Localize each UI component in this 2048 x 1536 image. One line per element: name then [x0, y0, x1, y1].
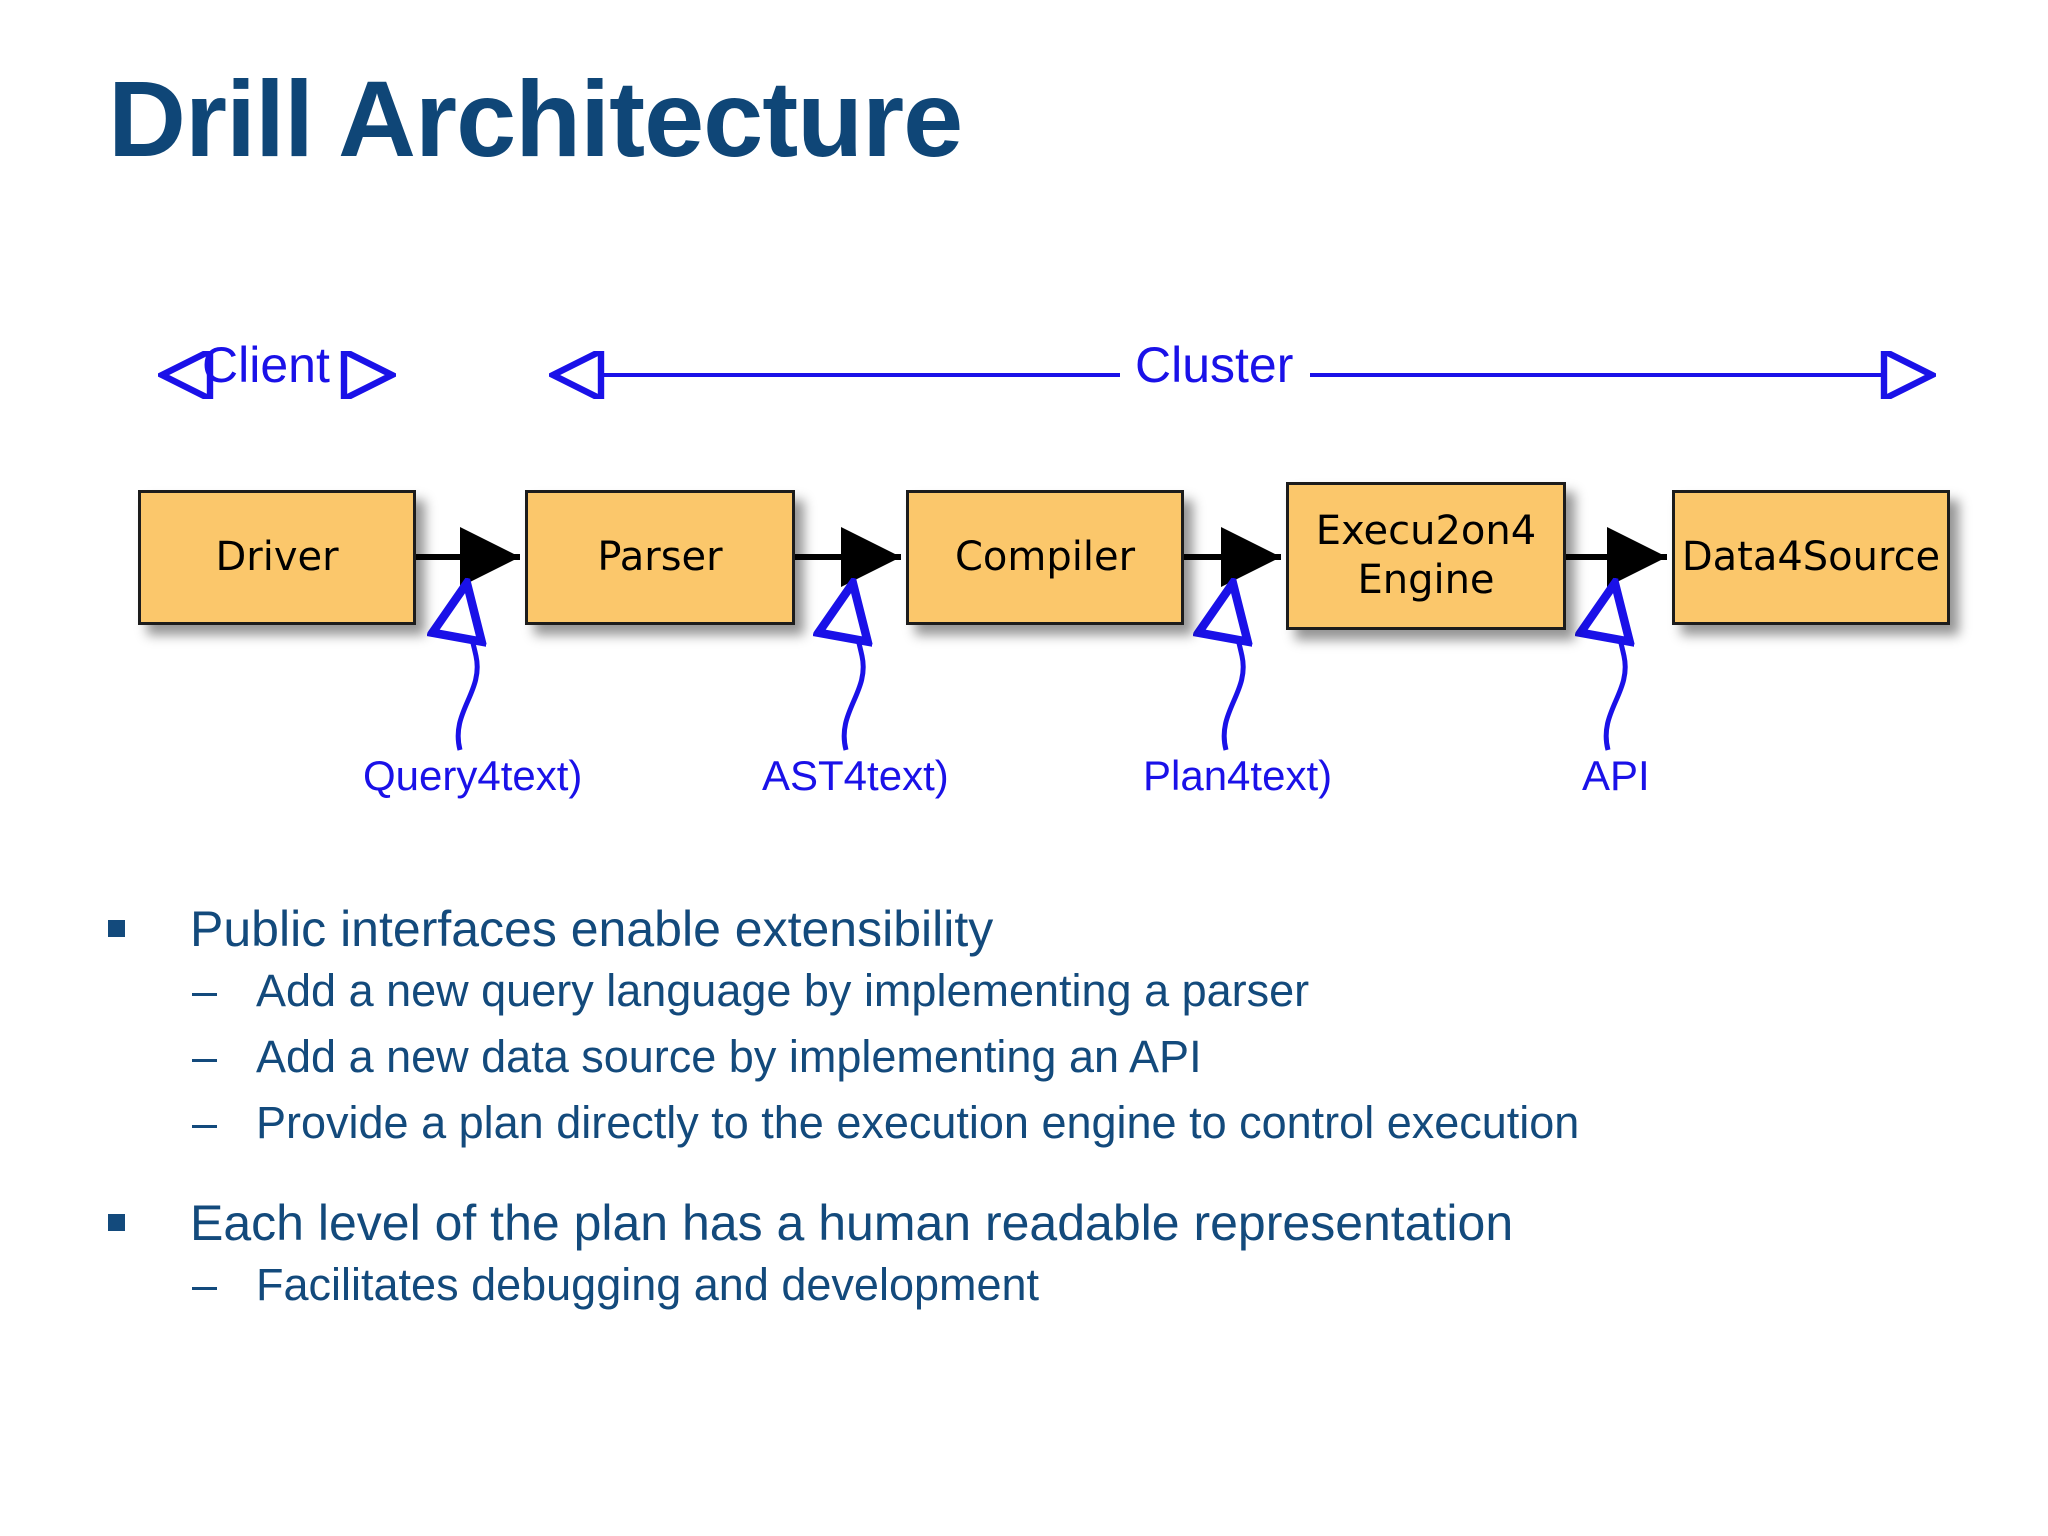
bullet-item-level2: – Facilitates debugging and development [0, 1258, 2048, 1312]
bullet-item-level2: – Add a new data source by implementing … [0, 1030, 2048, 1084]
dash-bullet-icon: – [192, 965, 218, 1016]
flow-box-driver-label: Driver [215, 534, 339, 581]
square-bullet-icon [108, 1214, 125, 1231]
page-title: Drill Architecture [108, 58, 963, 179]
scope-bar [0, 320, 2048, 430]
flow-box-driver[interactable]: Driver [138, 490, 416, 625]
flow-box-parser[interactable]: Parser [525, 490, 795, 625]
dash-bullet-icon: – [192, 1097, 218, 1148]
callout-arrow-plan [1224, 588, 1243, 751]
callout-arrow-ast [844, 588, 863, 751]
bullet-item-level2-text: Provide a plan directly to the execution… [256, 1097, 1580, 1148]
callout-arrow-query [458, 588, 477, 751]
bullet-item-level2: – Add a new query language by implementi… [0, 964, 2048, 1018]
bullet-item-level1-text: Public interfaces enable extensibility [190, 901, 994, 957]
annotation-label-plan: Plan4text) [1143, 752, 1333, 799]
annotation-label-ast: AST4text) [762, 752, 949, 799]
flow-box-execution-engine[interactable]: Execu2on4 Engine [1286, 482, 1566, 630]
flow-box-data-source[interactable]: Data4Source [1672, 490, 1950, 625]
bullet-item-level2-text: Add a new data source by implementing an… [256, 1031, 1202, 1082]
dash-bullet-icon: – [192, 1259, 218, 1310]
flow-box-parser-label: Parser [597, 534, 723, 581]
bullet-list: Public interfaces enable extensibility –… [0, 900, 2048, 1324]
flow-box-execution-engine-label-line1: Execu2on4 [1315, 508, 1537, 555]
bullet-item-level2-text: Add a new query language by implementing… [256, 965, 1310, 1016]
flow-box-execution-engine-label-line2: Engine [1357, 557, 1495, 603]
pipeline-connectors-svg [416, 527, 1667, 751]
flow-box-compiler[interactable]: Compiler [906, 490, 1184, 625]
bullet-item-level1: Each level of the plan has a human reada… [0, 1194, 2048, 1252]
bullet-item-level2: – Provide a plan directly to the executi… [0, 1096, 2048, 1150]
annotation-label-query: Query4text) [363, 752, 583, 799]
bullet-item-level1-text: Each level of the plan has a human reada… [190, 1195, 1514, 1251]
annotation-label-api: API [1582, 752, 1650, 799]
bullet-group-spacer [0, 1162, 2048, 1194]
bullet-item-level2-text: Facilitates debugging and development [256, 1259, 1040, 1310]
square-bullet-icon [108, 920, 125, 937]
flow-box-compiler-label: Compiler [954, 534, 1136, 581]
dash-bullet-icon: – [192, 1031, 218, 1082]
scope-arrows-svg [0, 320, 2048, 430]
scope-label-cluster: Cluster [1135, 337, 1294, 393]
architecture-pipeline: Driver Parser Compiler Execu2on4 Engine … [0, 460, 2048, 800]
scope-label-client: Client [202, 337, 330, 393]
callout-arrow-api [1606, 588, 1625, 751]
bullet-item-level1: Public interfaces enable extensibility [0, 900, 2048, 958]
flow-box-data-source-label: Data4Source [1681, 534, 1941, 581]
